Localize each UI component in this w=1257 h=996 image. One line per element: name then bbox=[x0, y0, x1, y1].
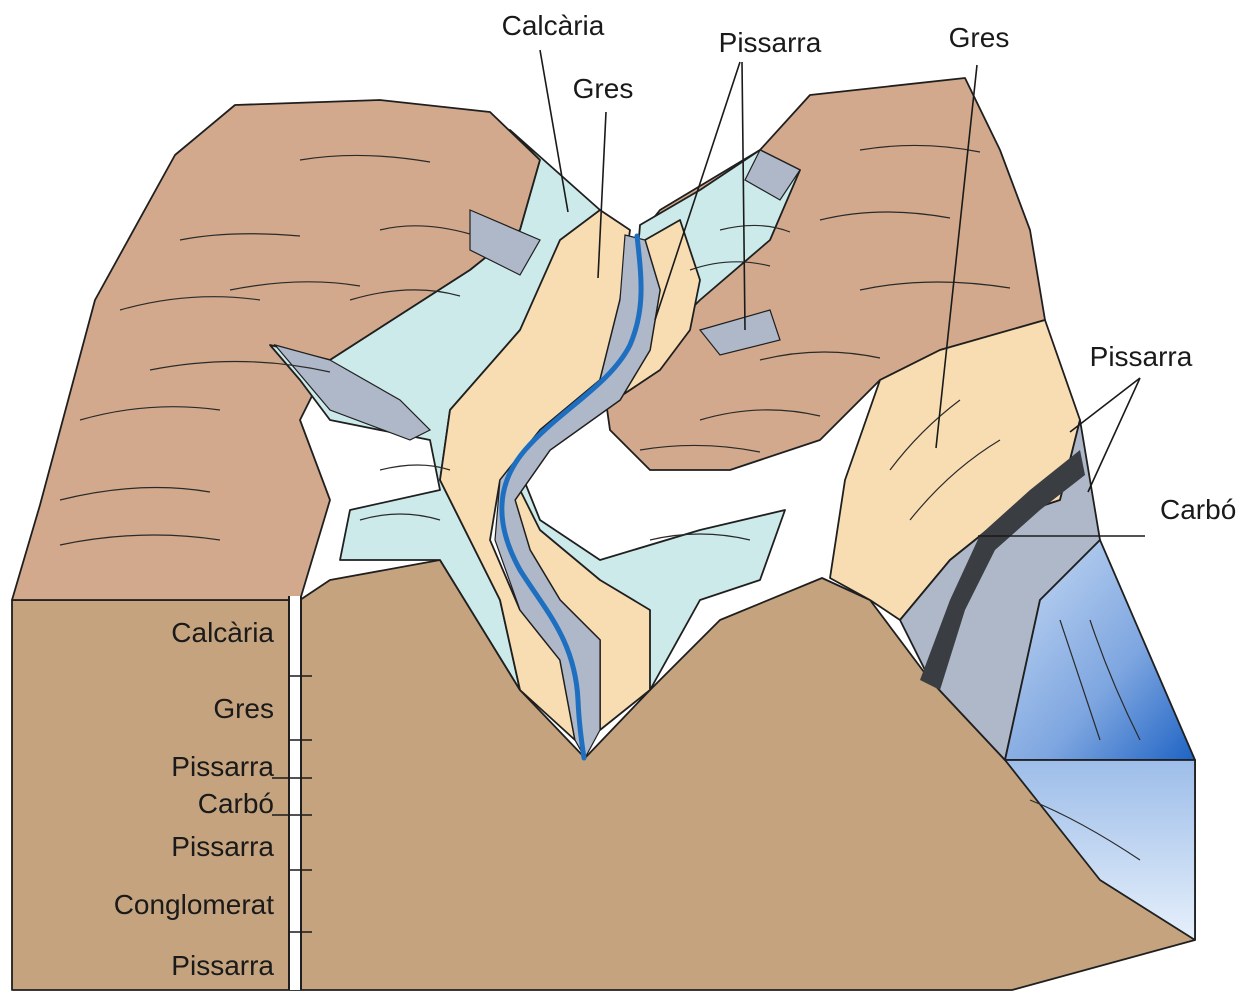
label-shale-center: Pissarra bbox=[719, 27, 822, 58]
label-sandstone-right: Gres bbox=[949, 22, 1010, 53]
column-label-conglomerate: Conglomerat bbox=[114, 889, 275, 920]
column-label-shale-2: Pissarra bbox=[171, 831, 274, 862]
column-label-sandstone: Gres bbox=[213, 693, 274, 724]
column-label-shale-1: Pissarra bbox=[171, 751, 274, 782]
label-coal: Carbó bbox=[1160, 494, 1236, 525]
column-label-limestone: Calcària bbox=[171, 617, 274, 648]
label-limestone: Calcària bbox=[502, 10, 605, 41]
column-label-coal: Carbó bbox=[198, 788, 274, 819]
column-label-shale-3: Pissarra bbox=[171, 950, 274, 981]
label-shale-right: Pissarra bbox=[1090, 341, 1193, 372]
label-sandstone-center: Gres bbox=[573, 73, 634, 104]
